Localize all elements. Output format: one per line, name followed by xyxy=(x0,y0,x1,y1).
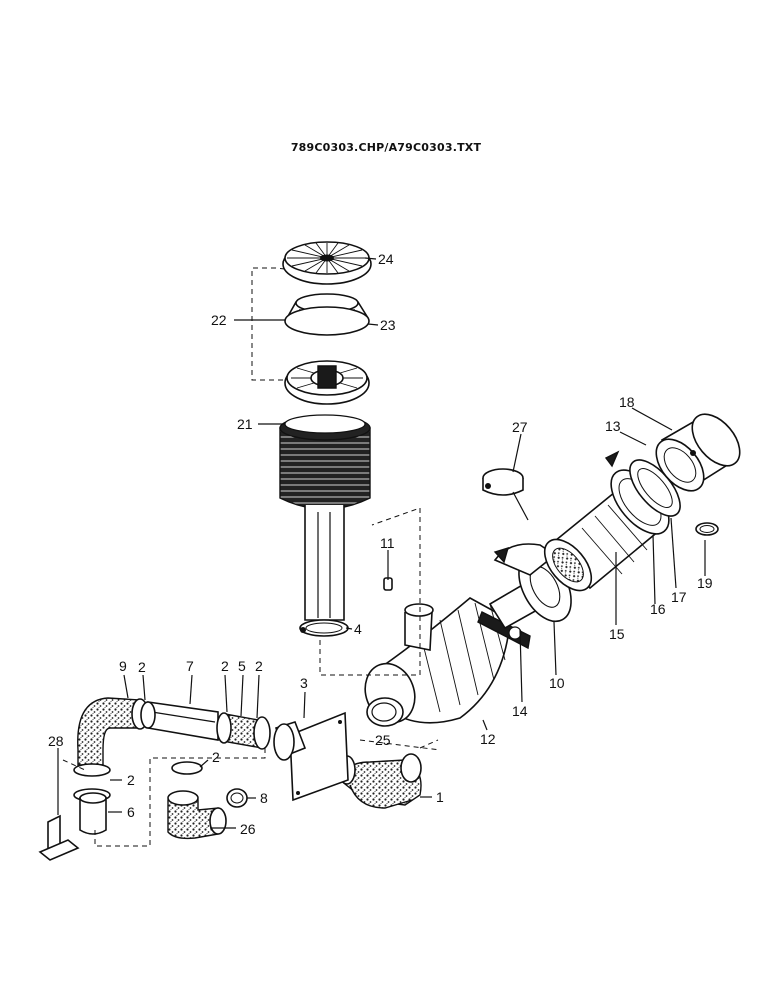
end-cap-18 xyxy=(655,413,741,492)
label-10: 10 xyxy=(549,675,565,691)
label-24: 24 xyxy=(378,251,394,267)
drawing-filename: 789C0303.CHP/A79C0303.TXT xyxy=(290,141,482,154)
clamp-19 xyxy=(695,522,719,536)
elbow-26 xyxy=(167,790,227,840)
label-7: 7 xyxy=(186,658,194,674)
label-13: 13 xyxy=(605,418,621,434)
support-bracket xyxy=(477,611,531,650)
label-2-b: 2 xyxy=(221,658,229,674)
label-14: 14 xyxy=(512,703,528,719)
flange-elbow xyxy=(273,721,307,761)
tube-7 xyxy=(140,701,219,741)
label-19: 19 xyxy=(697,575,713,591)
label-2-e: 2 xyxy=(212,749,220,765)
intake-elbow-9 xyxy=(77,697,149,766)
label-1: 1 xyxy=(436,789,444,805)
bellows-5 xyxy=(216,712,271,750)
label-2-d: 2 xyxy=(127,772,135,788)
label-2-a: 2 xyxy=(138,659,146,675)
label-17: 17 xyxy=(671,589,687,605)
mounting-plate-3 xyxy=(289,711,349,802)
vane-ring-22 xyxy=(284,360,370,405)
label-3: 3 xyxy=(300,675,308,691)
label-12: 12 xyxy=(480,731,496,747)
label-5: 5 xyxy=(238,658,246,674)
label-26: 26 xyxy=(240,821,256,837)
wing-nut-13 xyxy=(604,450,620,468)
filter-housing-12 xyxy=(364,597,511,727)
label-16: 16 xyxy=(650,601,666,617)
label-27: 27 xyxy=(512,419,528,435)
label-9: 9 xyxy=(119,658,127,674)
clamp-8 xyxy=(226,788,248,808)
label-23: 23 xyxy=(380,317,396,333)
clamp-band-27 xyxy=(482,468,529,521)
intake-tube xyxy=(304,505,345,621)
leader-lines xyxy=(57,257,706,829)
part-labels: 24 22 23 21 4 11 18 13 27 15 16 17 19 10… xyxy=(48,251,713,837)
label-2-c: 2 xyxy=(255,658,263,674)
label-25: 25 xyxy=(375,732,391,748)
dust-bowl-21 xyxy=(279,414,371,510)
adapter-6 xyxy=(79,792,107,835)
clamp-2-mid xyxy=(171,761,203,775)
precleaner-bowl-23 xyxy=(284,293,370,336)
label-22: 22 xyxy=(211,312,227,328)
label-28: 28 xyxy=(48,733,64,749)
label-21: 21 xyxy=(237,416,253,432)
label-8: 8 xyxy=(260,790,268,806)
precleaner-cap-24 xyxy=(282,241,372,285)
hose-clamp-4 xyxy=(299,619,349,637)
label-4: 4 xyxy=(354,621,362,637)
label-18: 18 xyxy=(619,394,635,410)
label-6: 6 xyxy=(127,804,135,820)
label-15: 15 xyxy=(609,626,625,642)
bracket-28 xyxy=(38,814,80,861)
label-11: 11 xyxy=(380,535,395,551)
